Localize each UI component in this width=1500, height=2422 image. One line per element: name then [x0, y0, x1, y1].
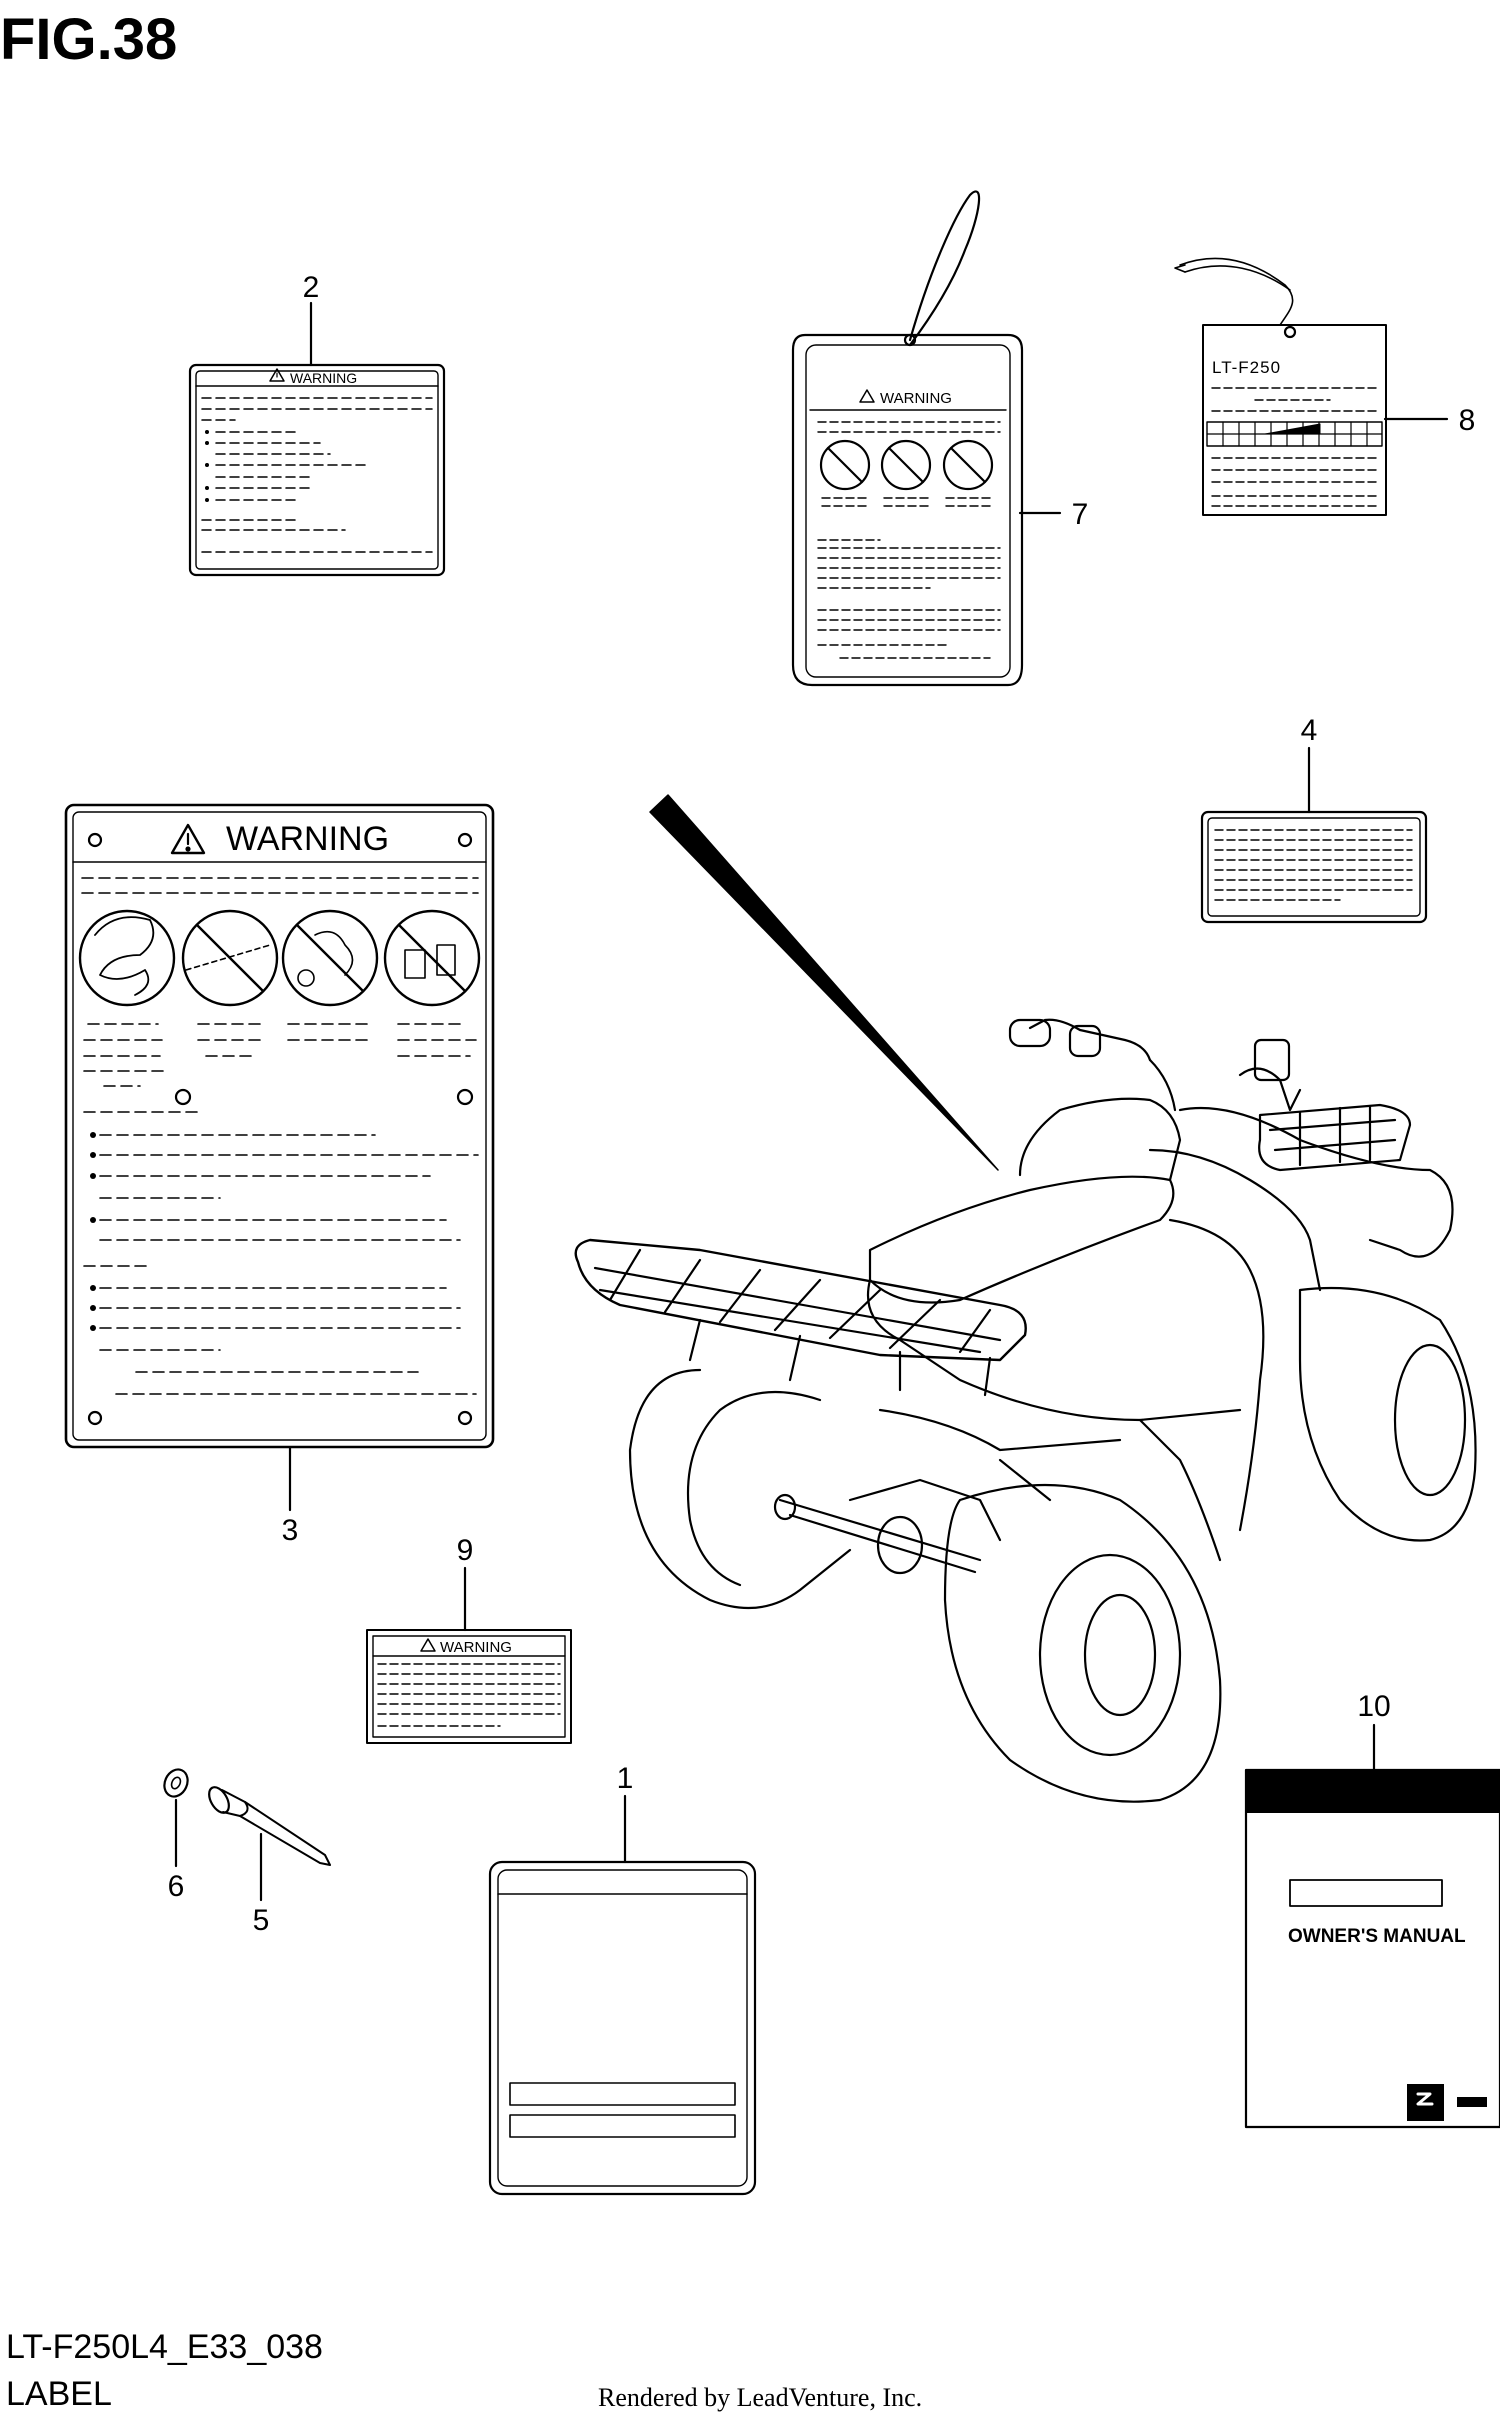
figure-caption: LABEL [6, 2375, 112, 2413]
washer-6 [163, 1768, 189, 1798]
callout-10: 10 [1357, 1690, 1391, 1772]
callout-7: 7 [1018, 498, 1089, 531]
render-credit: Rendered by LeadVenture, Inc. [598, 2383, 923, 2412]
callout-number: 8 [1459, 404, 1476, 437]
owners-manual-10: OWNER'S MANUAL [1244, 1768, 1500, 2129]
callout-3: 3 [282, 1446, 299, 1547]
callout-number: 3 [282, 1514, 299, 1547]
callout-4: 4 [1301, 714, 1318, 814]
passenger-pictogram-icon [78, 909, 176, 1007]
suzuki-s-icon [1416, 2092, 1434, 2106]
callout-6: 6 [168, 1798, 185, 1903]
atv-illustration [574, 1018, 1477, 1803]
callout-number: 9 [457, 1534, 474, 1567]
warning-label-3: WARNING [64, 803, 495, 1449]
callout-5: 5 [253, 1832, 270, 1937]
callout-number: 7 [1072, 498, 1089, 531]
warning-heading: WARNING [440, 1639, 512, 1656]
label-plate-1 [488, 1860, 757, 2196]
warning-label-9: WARNING [366, 1629, 572, 1744]
prohibited-circle-icon [819, 439, 871, 491]
prohibited-circle-icon [281, 909, 379, 1007]
warning-triangle-icon [170, 823, 206, 855]
warning-triangle-icon [269, 368, 285, 382]
callout-number: 10 [1357, 1690, 1390, 1723]
callout-9: 9 [457, 1534, 474, 1632]
hang-tag-7: WARNING [791, 190, 1024, 687]
callout-number: 6 [168, 1870, 185, 1903]
info-label-4 [1200, 810, 1428, 924]
model-code: LT-F250L4_E33_038 [6, 2328, 323, 2366]
prohibited-circle-icon [880, 439, 932, 491]
figure-title: FIG.38 [0, 7, 178, 72]
prohibited-circle-icon [181, 909, 279, 1007]
rivet-5 [208, 1786, 331, 1866]
warning-heading: WARNING [290, 370, 357, 386]
callout-number: 5 [253, 1904, 270, 1937]
callout-number: 2 [303, 271, 320, 304]
callout-8: 8 [1383, 404, 1476, 437]
warning-heading: WARNING [226, 820, 389, 858]
callout-1: 1 [617, 1762, 634, 1864]
callout-number: 4 [1301, 714, 1318, 747]
callout-number: 1 [617, 1762, 634, 1795]
warning-label-2: WARNING [188, 363, 446, 577]
model-tag-8: LT-F250 [1174, 257, 1387, 516]
pointer-arrow [649, 794, 999, 1171]
prohibited-circle-icon [942, 439, 994, 491]
warning-heading: WARNING [880, 390, 952, 407]
manual-title: OWNER'S MANUAL [1288, 1926, 1466, 1947]
prohibited-circle-icon [383, 909, 481, 1007]
warning-triangle-icon [420, 1638, 436, 1652]
tag-model-name: LT-F250 [1212, 358, 1281, 377]
warning-triangle-icon [859, 389, 875, 403]
callout-2: 2 [303, 271, 320, 367]
